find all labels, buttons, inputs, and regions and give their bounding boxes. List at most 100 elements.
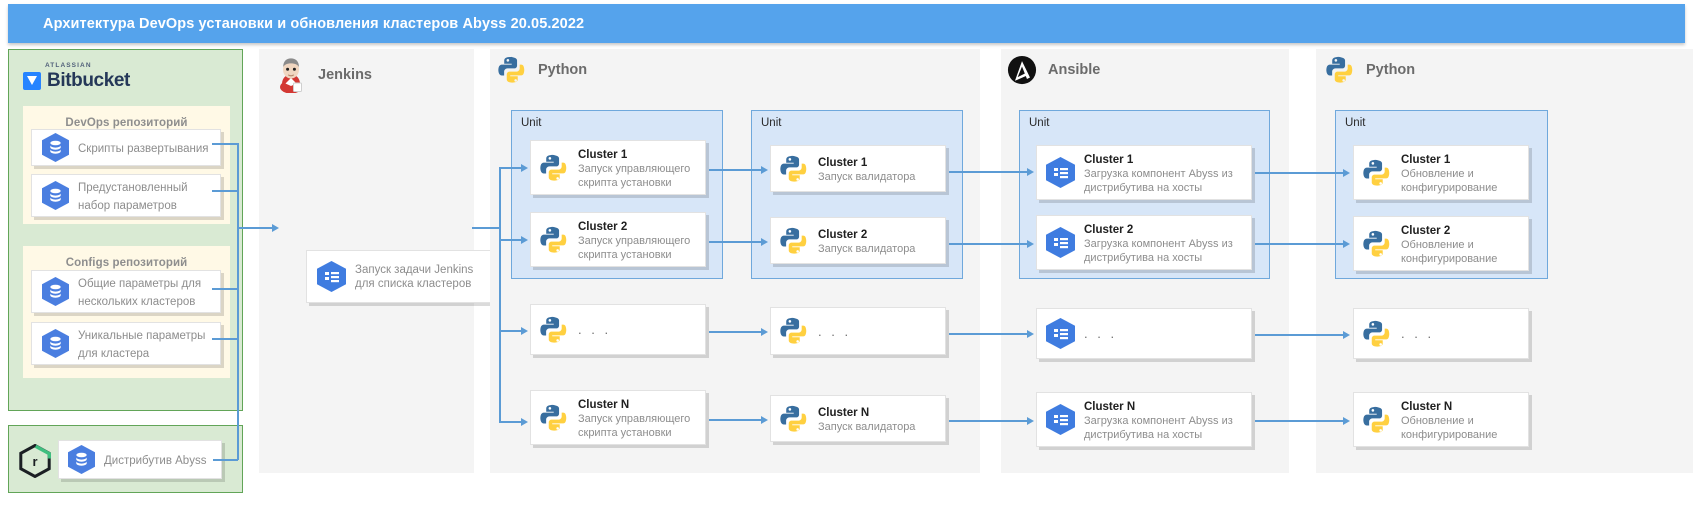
card-cluster[interactable]: Cluster 1 Загрузка компонент Abyss из ди… bbox=[1036, 145, 1252, 200]
card-cluster-n[interactable]: Cluster N Запуск управляющего скрипта ус… bbox=[530, 390, 706, 445]
python-update-title: Python bbox=[1366, 62, 1416, 78]
bitbucket-logo: ATLASSIAN Bitbucket bbox=[23, 62, 223, 98]
connector-arrow bbox=[272, 223, 279, 232]
connector-bus bbox=[499, 167, 501, 422]
card-deploy-scripts[interactable]: Скрипты развертывания bbox=[31, 129, 221, 166]
bitbucket-name: Bitbucket bbox=[47, 70, 130, 91]
card-preset-params[interactable]: Предустановленный набор параметров bbox=[31, 174, 221, 217]
connector-arrow bbox=[761, 237, 768, 246]
card-cluster[interactable]: Cluster 2 Загрузка компонент Abyss из ди… bbox=[1036, 215, 1252, 270]
task-icon bbox=[1046, 157, 1075, 188]
connector-line bbox=[949, 333, 1029, 335]
card-label: Дистрибутив Abyss bbox=[104, 454, 207, 467]
card-jenkins-task[interactable]: Запуск задачи Jenkins для списка кластер… bbox=[306, 250, 495, 303]
card-cluster[interactable]: Cluster 1 Запуск управляющего скрипта ус… bbox=[530, 140, 706, 195]
connector-bus bbox=[237, 143, 239, 460]
connector-line bbox=[212, 190, 238, 192]
python-icon bbox=[1362, 405, 1392, 435]
card-label: Cluster 1 Запуск управляющего скрипта ус… bbox=[578, 149, 691, 189]
connector-arrow bbox=[1027, 329, 1034, 338]
task-icon bbox=[1046, 227, 1075, 258]
python-update-header: Python bbox=[1325, 55, 1415, 85]
repository-icon bbox=[42, 133, 69, 162]
connector-arrow bbox=[1027, 239, 1034, 248]
card-cluster[interactable]: Cluster 1 Обновление и конфигурирование bbox=[1353, 145, 1529, 200]
card-label: Cluster N Загрузка компонент Abyss из ди… bbox=[1084, 401, 1233, 441]
repository-icon bbox=[42, 277, 69, 306]
card-label: Cluster 2 Загрузка компонент Abyss из ди… bbox=[1084, 224, 1233, 264]
connector-arrow bbox=[1343, 239, 1350, 248]
ellipsis-label: . . . bbox=[578, 322, 612, 337]
python-icon bbox=[1362, 229, 1392, 259]
card-cluster-n[interactable]: Cluster N Запуск валидатора bbox=[770, 395, 946, 442]
ansible-header: Ansible bbox=[1007, 55, 1100, 85]
unit-label: Unit bbox=[1029, 117, 1050, 129]
connector-line bbox=[949, 243, 1029, 245]
connector-arrow bbox=[1343, 168, 1350, 177]
nexus-icon: r bbox=[19, 444, 51, 478]
card-label: Cluster N Обновление и конфигурирование bbox=[1401, 401, 1498, 441]
task-icon bbox=[317, 261, 346, 292]
connector-line bbox=[213, 459, 238, 461]
connector-line bbox=[1255, 243, 1345, 245]
python-icon bbox=[1362, 319, 1392, 349]
card-label: Cluster N Запуск управляющего скрипта ус… bbox=[578, 399, 691, 439]
card-label: Запуск задачи Jenkins для списка кластер… bbox=[355, 263, 474, 290]
connector-arrow bbox=[521, 326, 528, 335]
python-icon bbox=[779, 404, 809, 434]
card-cluster-ellipsis[interactable]: . . . bbox=[770, 307, 946, 355]
repository-icon bbox=[42, 181, 69, 210]
card-cluster-ellipsis[interactable]: . . . bbox=[1353, 308, 1529, 359]
connector-line bbox=[1255, 334, 1345, 336]
jenkins-header: Jenkins bbox=[275, 57, 372, 93]
card-label: Cluster 2 Запуск валидатора bbox=[818, 228, 916, 255]
connector-line bbox=[709, 419, 763, 421]
python-icon bbox=[497, 55, 527, 85]
jenkins-title: Jenkins bbox=[318, 67, 372, 83]
unit-label: Unit bbox=[521, 117, 542, 129]
diagram-title-bar: Архитектура DevOps установки и обновлени… bbox=[8, 4, 1685, 43]
connector-line bbox=[212, 143, 238, 145]
card-common-params[interactable]: Общие параметры для нескольких кластеров bbox=[31, 270, 221, 313]
python-icon bbox=[539, 153, 569, 183]
connector-arrow bbox=[1027, 416, 1034, 425]
card-cluster[interactable]: Cluster 2 Запуск управляющего скрипта ус… bbox=[530, 212, 706, 267]
card-cluster-ellipsis[interactable]: . . . bbox=[530, 304, 706, 355]
connector-line bbox=[1255, 420, 1345, 422]
bitbucket-panel: ATLASSIAN Bitbucket DevOps репозиторий С… bbox=[8, 49, 243, 411]
python-install-header: Python bbox=[497, 55, 587, 85]
jenkins-icon bbox=[275, 57, 307, 93]
ellipsis-label: . . . bbox=[818, 323, 852, 339]
connector-arrow bbox=[1343, 330, 1350, 339]
atlassian-label: ATLASSIAN bbox=[45, 62, 92, 69]
card-label: Предустановленный набор параметров bbox=[78, 181, 188, 212]
connector-line bbox=[499, 239, 523, 241]
card-cluster-n[interactable]: Cluster N Загрузка компонент Abyss из ди… bbox=[1036, 392, 1252, 447]
card-cluster[interactable]: Cluster 2 Запуск валидатора bbox=[770, 217, 946, 264]
connector-line bbox=[499, 167, 523, 169]
python-icon bbox=[779, 316, 809, 346]
python-icon bbox=[539, 315, 569, 345]
card-cluster-n[interactable]: Cluster N Обновление и конфигурирование bbox=[1353, 392, 1529, 447]
python-icon bbox=[779, 226, 809, 256]
card-label: Cluster 1 Загрузка компонент Abyss из ди… bbox=[1084, 154, 1233, 194]
python-icon bbox=[539, 403, 569, 433]
card-cluster[interactable]: Cluster 1 Запуск валидатора bbox=[770, 145, 946, 192]
card-cluster-ellipsis[interactable]: . . . bbox=[1036, 308, 1252, 359]
connector-arrow bbox=[1343, 416, 1350, 425]
card-abyss-distribution[interactable]: Дистрибутив Abyss bbox=[58, 440, 222, 479]
nexus-panel: r Дистрибутив Abyss bbox=[8, 425, 243, 493]
card-label: Cluster 2 Запуск управляющего скрипта ус… bbox=[578, 221, 691, 261]
card-label: Cluster 1 Обновление и конфигурирование bbox=[1401, 154, 1498, 194]
python-icon bbox=[1325, 55, 1355, 85]
card-unique-params[interactable]: Уникальные параметры для кластера bbox=[31, 322, 221, 365]
connector-line bbox=[212, 338, 238, 340]
bitbucket-mark-icon bbox=[23, 72, 41, 90]
jenkins-panel: Jenkins Запуск задачи Jenkins для списка… bbox=[259, 49, 495, 473]
connector-line bbox=[1255, 172, 1345, 174]
card-cluster[interactable]: Cluster 2 Обновление и конфигурирование bbox=[1353, 216, 1529, 271]
repository-icon bbox=[42, 329, 69, 358]
connector-line bbox=[709, 331, 763, 333]
python-install-title: Python bbox=[538, 62, 588, 78]
